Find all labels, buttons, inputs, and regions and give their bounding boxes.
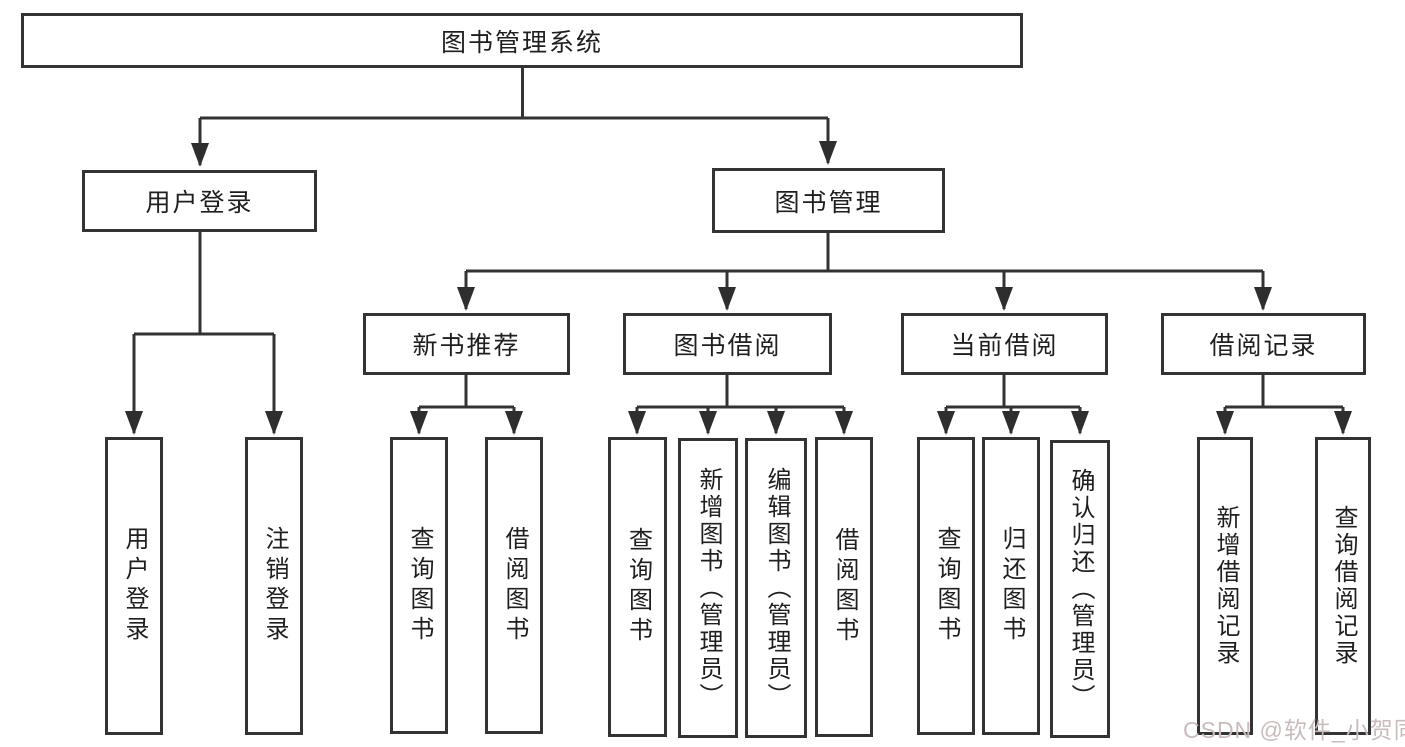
- node-user-login-branch: 用户登录: [82, 170, 317, 232]
- leaf-recommend-query-books: 查询图书: [390, 437, 448, 734]
- leaf-logout-label: 注销登录: [261, 526, 288, 646]
- leaf-current-query-books: 查询图书: [917, 437, 975, 735]
- node-new-book-recommend-label: 新书推荐: [412, 332, 521, 360]
- node-book-management-branch: 图书管理: [712, 168, 945, 233]
- leaf-current-query-books-label: 查询图书: [933, 526, 960, 646]
- leaf-add-borrow-record: 新增借阅记录: [1197, 437, 1253, 735]
- leaf-return-books-label: 归还图书: [998, 526, 1025, 646]
- leaf-borrowing-query-books-label: 查询图书: [624, 527, 652, 647]
- leaf-add-books-admin-label: 新增图书（管理员）: [695, 466, 722, 710]
- leaf-user-login-label: 用户登录: [121, 526, 148, 646]
- leaf-query-borrow-record-label: 查询借阅记录: [1330, 505, 1357, 667]
- node-current-borrowing: 当前借阅: [901, 313, 1108, 375]
- leaf-add-borrow-record-label: 新增借阅记录: [1212, 505, 1239, 667]
- leaf-logout: 注销登录: [245, 437, 303, 735]
- node-current-borrowing-label: 当前借阅: [950, 332, 1059, 360]
- leaf-confirm-return-admin-label: 确认归还（管理员）: [1067, 467, 1094, 711]
- csdn-watermark: CSDN @软件_小贺同学: [1183, 717, 1405, 743]
- node-book-management-branch-label: 图书管理: [774, 188, 883, 217]
- leaf-recommend-borrow-books-label: 借阅图书: [501, 525, 528, 646]
- leaf-recommend-borrow-books: 借阅图书: [485, 437, 543, 734]
- leaf-edit-books-admin: 编辑图书（管理员）: [745, 438, 807, 738]
- node-library-management-system: 图书管理系统: [21, 13, 1023, 68]
- node-new-book-recommend: 新书推荐: [363, 313, 570, 375]
- leaf-recommend-query-books-label: 查询图书: [406, 525, 433, 646]
- node-book-borrowing: 图书借阅: [623, 313, 832, 375]
- node-borrowing-records-label: 借阅记录: [1209, 332, 1318, 360]
- leaf-query-borrow-record: 查询借阅记录: [1315, 437, 1371, 735]
- node-book-borrowing-label: 图书借阅: [673, 332, 782, 360]
- leaf-confirm-return-admin: 确认归还（管理员）: [1050, 440, 1110, 738]
- leaf-borrowing-query-books: 查询图书: [608, 437, 667, 737]
- node-user-login-branch-label: 用户登录: [145, 189, 254, 217]
- leaf-borrow-books: 借阅图书: [815, 437, 873, 737]
- node-library-management-system-label: 图书管理系统: [440, 28, 603, 57]
- leaf-add-books-admin: 新增图书（管理员）: [678, 438, 738, 738]
- leaf-edit-books-admin-label: 编辑图书（管理员）: [763, 466, 790, 710]
- node-borrowing-records: 借阅记录: [1161, 313, 1366, 375]
- leaf-return-books: 归还图书: [982, 437, 1040, 735]
- leaf-user-login: 用户登录: [105, 437, 163, 735]
- leaf-borrow-books-label: 借阅图书: [831, 527, 858, 647]
